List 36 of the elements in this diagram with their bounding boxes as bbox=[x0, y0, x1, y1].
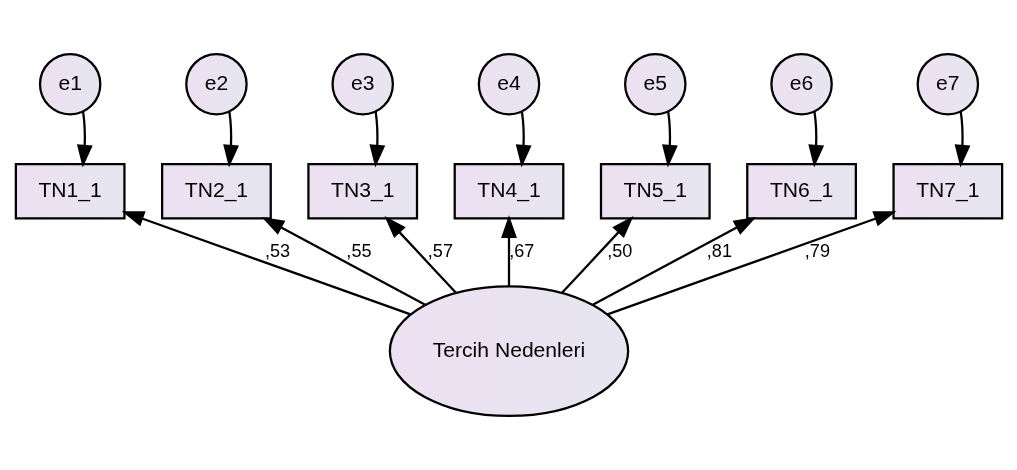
arrow bbox=[807, 111, 824, 168]
arrow bbox=[222, 111, 239, 168]
arrow bbox=[606, 211, 896, 316]
arrow bbox=[384, 216, 457, 294]
arrow bbox=[591, 217, 756, 306]
edge-label: ,79 bbox=[804, 241, 830, 262]
node-box: TN5_1 bbox=[599, 163, 711, 220]
arrow bbox=[560, 216, 633, 294]
node-circle: e5 bbox=[623, 52, 687, 116]
node-circle: e4 bbox=[477, 52, 540, 116]
edge-label: ,67 bbox=[508, 241, 534, 262]
arrow bbox=[121, 211, 411, 316]
node-box: TN2_1 bbox=[160, 163, 272, 220]
node-circle: e2 bbox=[184, 52, 248, 116]
node-ellipse: Tercih Nedenleri bbox=[388, 285, 629, 418]
edge-label: ,81 bbox=[706, 241, 732, 262]
node-circle: e7 bbox=[916, 52, 979, 116]
node-box: TN4_1 bbox=[453, 163, 564, 220]
node-box: TN7_1 bbox=[891, 163, 1003, 220]
node-box: TN3_1 bbox=[306, 163, 418, 220]
edge-label: ,50 bbox=[606, 241, 632, 262]
node-circle: e6 bbox=[769, 52, 833, 116]
node-box: TN6_1 bbox=[745, 163, 857, 220]
arrow bbox=[76, 111, 93, 168]
arrow bbox=[515, 111, 532, 168]
edge-label: ,55 bbox=[345, 241, 372, 262]
node-circle: e3 bbox=[330, 52, 394, 116]
node-circle: e1 bbox=[38, 52, 101, 116]
arrow bbox=[261, 217, 426, 306]
edge-label: ,57 bbox=[427, 241, 453, 262]
arrow bbox=[661, 111, 678, 168]
node-box: TN1_1 bbox=[14, 163, 126, 220]
arrow bbox=[368, 111, 385, 168]
arrow bbox=[500, 215, 517, 287]
edge-label: ,53 bbox=[264, 241, 290, 262]
arrow bbox=[954, 111, 970, 168]
